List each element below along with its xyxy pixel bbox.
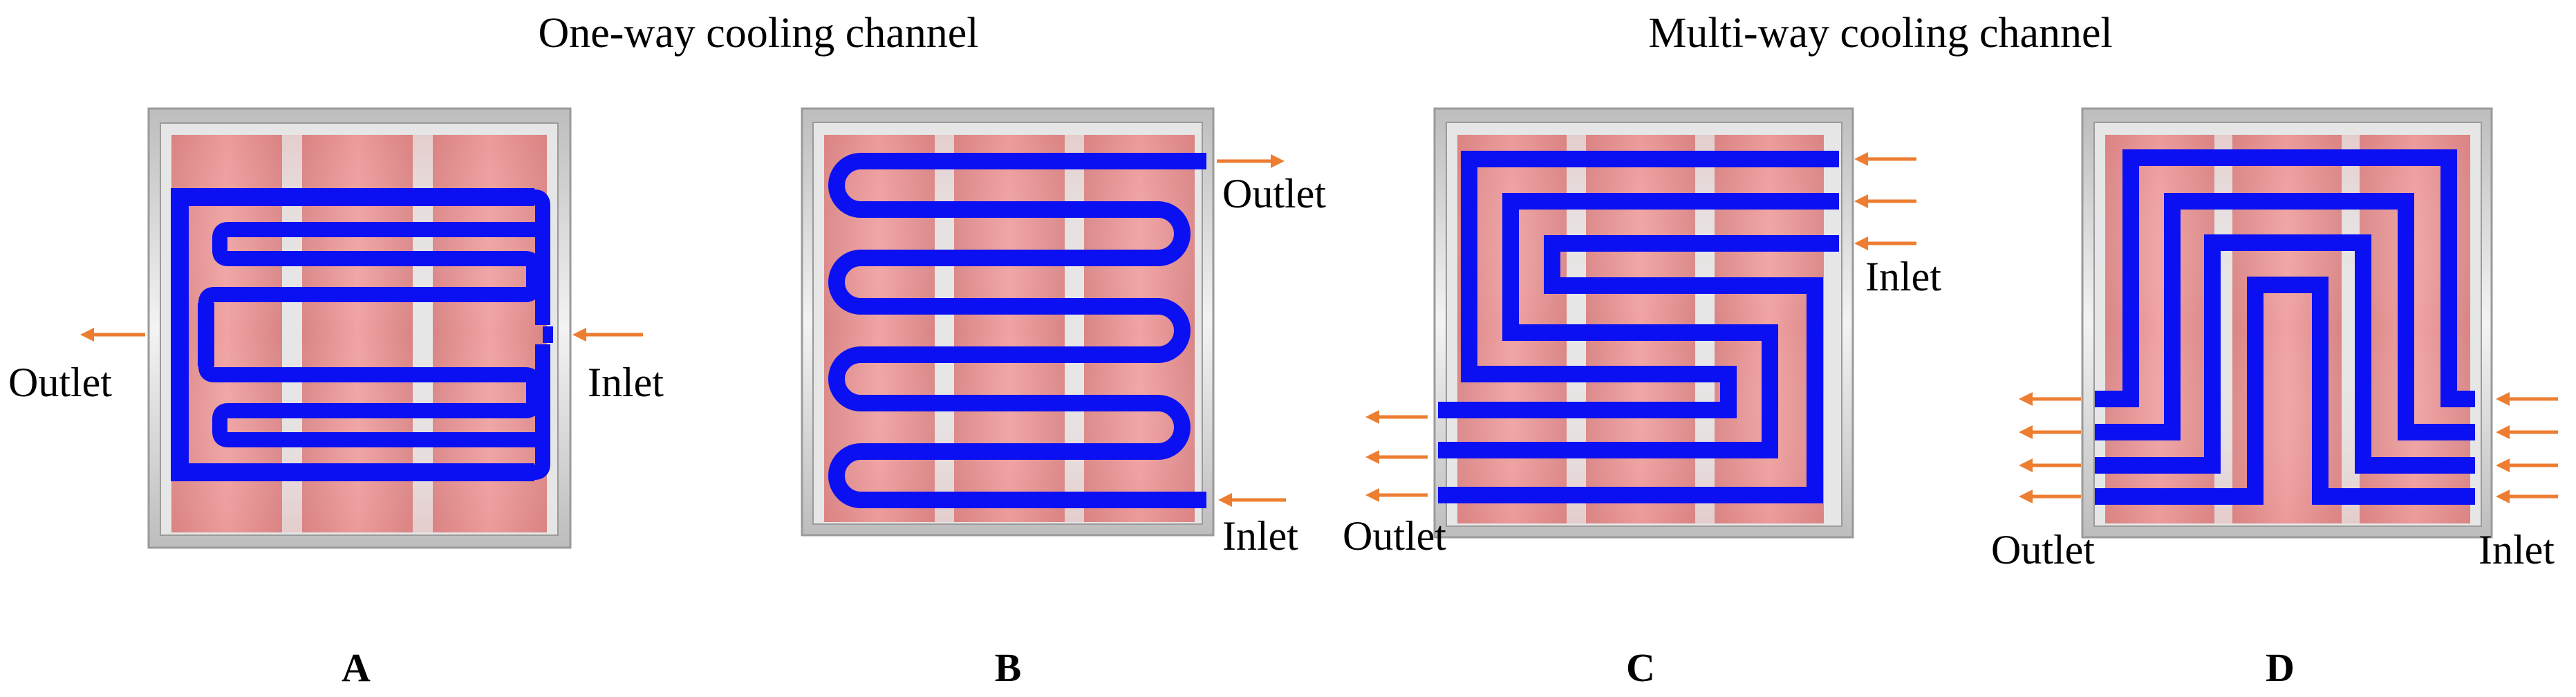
inlet-label-c: Inlet <box>1865 254 1941 299</box>
battery-module-c <box>1433 107 1854 539</box>
inlet-arrow-a <box>572 328 643 342</box>
panel-label-c: C <box>1626 645 1655 690</box>
inlet-arrows-d <box>2496 392 2558 503</box>
inlet-label-b: Inlet <box>1222 513 1298 559</box>
panel-label-a: A <box>342 645 371 690</box>
inlet-arrow-b <box>1218 493 1286 507</box>
panel-label-b: B <box>995 645 1022 690</box>
heading-one-way: One-way cooling channel <box>539 10 979 57</box>
inlet-label-d: Inlet <box>2479 527 2555 573</box>
cooling-channel-a <box>171 188 553 481</box>
cooling-channel-b <box>828 153 1206 508</box>
outlet-arrow-a <box>80 328 145 342</box>
outlet-label-a: Outlet <box>8 360 112 405</box>
cooling-channel-d <box>2095 149 2475 505</box>
panel-a: Outlet Inlet A <box>8 107 664 690</box>
inlet-label-a: Inlet <box>588 360 664 405</box>
panel-b: Outlet Inlet B <box>801 107 1326 690</box>
outlet-arrows-c <box>1365 410 1428 502</box>
panel-c: Inlet Outlet C <box>1343 107 1941 690</box>
heading-multi-way: Multi-way cooling channel <box>1648 10 2113 57</box>
inlet-arrows-c <box>1854 152 1916 250</box>
cooling-channel-c <box>1438 151 1839 503</box>
outlet-label-b: Outlet <box>1222 171 1326 216</box>
outlet-label-d: Outlet <box>1991 527 2095 573</box>
outlet-arrows-d <box>2019 392 2081 503</box>
outlet-label-c: Outlet <box>1343 513 1446 559</box>
battery-module-b <box>801 107 1215 537</box>
panel-label-d: D <box>2266 645 2295 690</box>
panel-d: Outlet Inlet D <box>1991 107 2558 690</box>
outlet-arrow-b <box>1217 154 1285 168</box>
